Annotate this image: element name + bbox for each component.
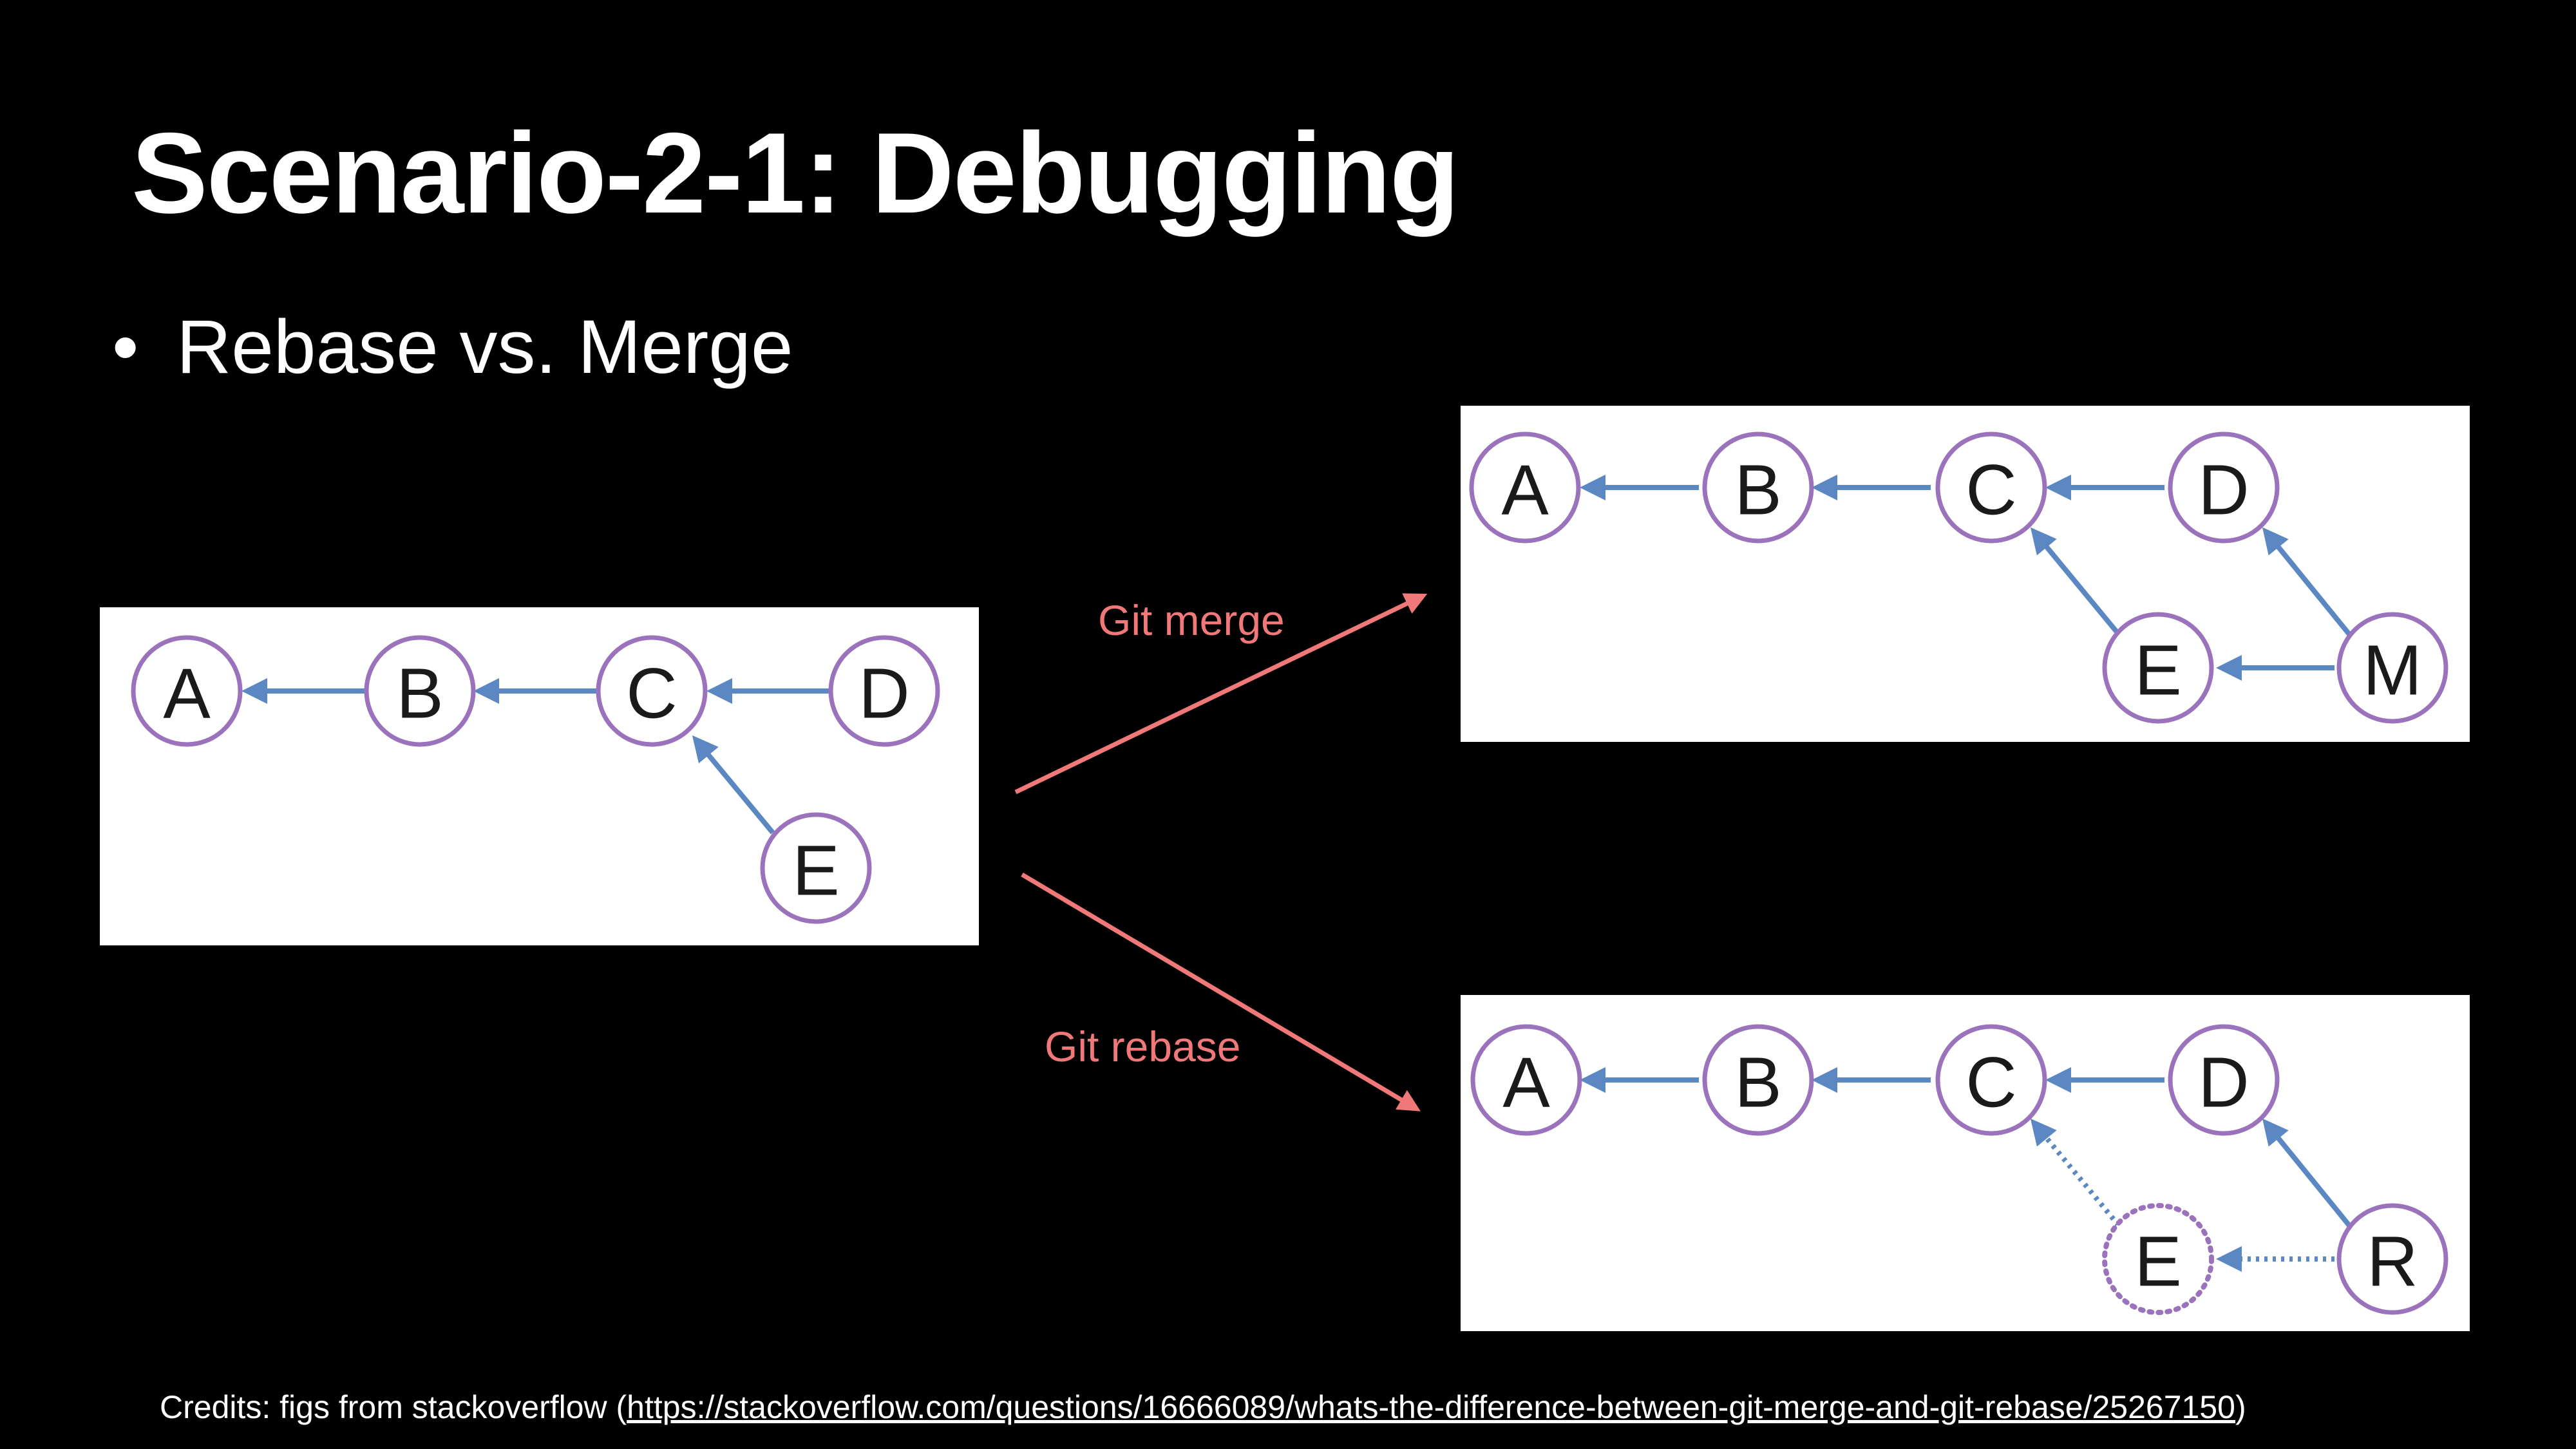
commit-label: E: [2134, 631, 2181, 710]
commit-node-b: B: [1702, 431, 1814, 544]
merge-result-diagram: A B C D E M: [1461, 406, 2470, 742]
credits-note: Credits: figs from stackoverflow (https:…: [160, 1391, 2246, 1423]
git-merge-label: Git merge: [1098, 596, 1285, 644]
commit-node-c: C: [1935, 431, 2047, 544]
edge-r-to-d: [2262, 1118, 2352, 1227]
commit-node-e: E: [760, 812, 872, 924]
commit-node-m: M: [2336, 612, 2448, 724]
edge-e-to-c: [2030, 527, 2121, 636]
credits-link[interactable]: https://stackoverflow.com/questions/1666…: [627, 1389, 2235, 1425]
commit-node-a: A: [131, 635, 243, 747]
credits-prefix: Credits: figs from stackoverflow (: [160, 1389, 627, 1425]
commit-node-b: B: [1702, 1024, 1814, 1136]
commit-label: C: [1965, 451, 2016, 530]
slide-title: Scenario-2-1: Debugging: [131, 109, 1460, 237]
commit-node-a: A: [1470, 1024, 1582, 1136]
credits-suffix: ): [2235, 1389, 2246, 1425]
commit-label: A: [1501, 451, 1549, 530]
commit-node-e-abandoned: E: [2102, 1203, 2214, 1315]
commit-label: D: [858, 654, 909, 734]
original-history-graph: A B C D E: [131, 635, 940, 924]
commit-label: D: [2198, 451, 2249, 530]
commit-label: B: [1734, 1043, 1781, 1122]
commit-label: A: [163, 654, 211, 734]
edge-m-to-d: [2262, 527, 2352, 636]
bullet-item: •Rebase vs. Merge: [112, 309, 793, 385]
commit-label: C: [626, 654, 677, 734]
commit-node-a: A: [1469, 431, 1581, 544]
git-rebase-arrow: [1021, 872, 1421, 1112]
commit-node-d: D: [828, 635, 940, 747]
commit-node-e: E: [2102, 612, 2214, 724]
edge-e-to-c: [692, 735, 775, 835]
bullet-icon: •: [112, 305, 139, 390]
commit-node-d: D: [2168, 1024, 2280, 1136]
merge-result-graph: A B C D E M: [1469, 431, 2448, 724]
commit-node-d: D: [2168, 431, 2280, 544]
commit-label: D: [2198, 1043, 2249, 1122]
commit-label: A: [1502, 1043, 1550, 1122]
rebase-result-graph: A B C D E R: [1470, 1024, 2448, 1315]
original-history-diagram: A B C D E: [100, 607, 979, 945]
commit-node-c: C: [596, 635, 708, 747]
commit-label: R: [2367, 1222, 2418, 1302]
commit-label: C: [1965, 1043, 2016, 1122]
git-rebase-label: Git rebase: [1045, 1023, 1241, 1070]
bullet-text: Rebase vs. Merge: [176, 305, 793, 390]
commit-label: M: [2363, 631, 2422, 710]
commit-label: E: [2134, 1222, 2181, 1302]
commit-node-b: B: [364, 635, 476, 747]
commit-label: B: [396, 654, 443, 734]
commit-label: E: [792, 831, 839, 911]
edge-e-to-c-abandoned: [2030, 1118, 2121, 1227]
commit-node-c: C: [1935, 1024, 2047, 1136]
commit-node-r: R: [2336, 1203, 2448, 1315]
rebase-result-diagram: A B C D E R: [1461, 995, 2470, 1331]
commit-label: B: [1734, 451, 1781, 530]
